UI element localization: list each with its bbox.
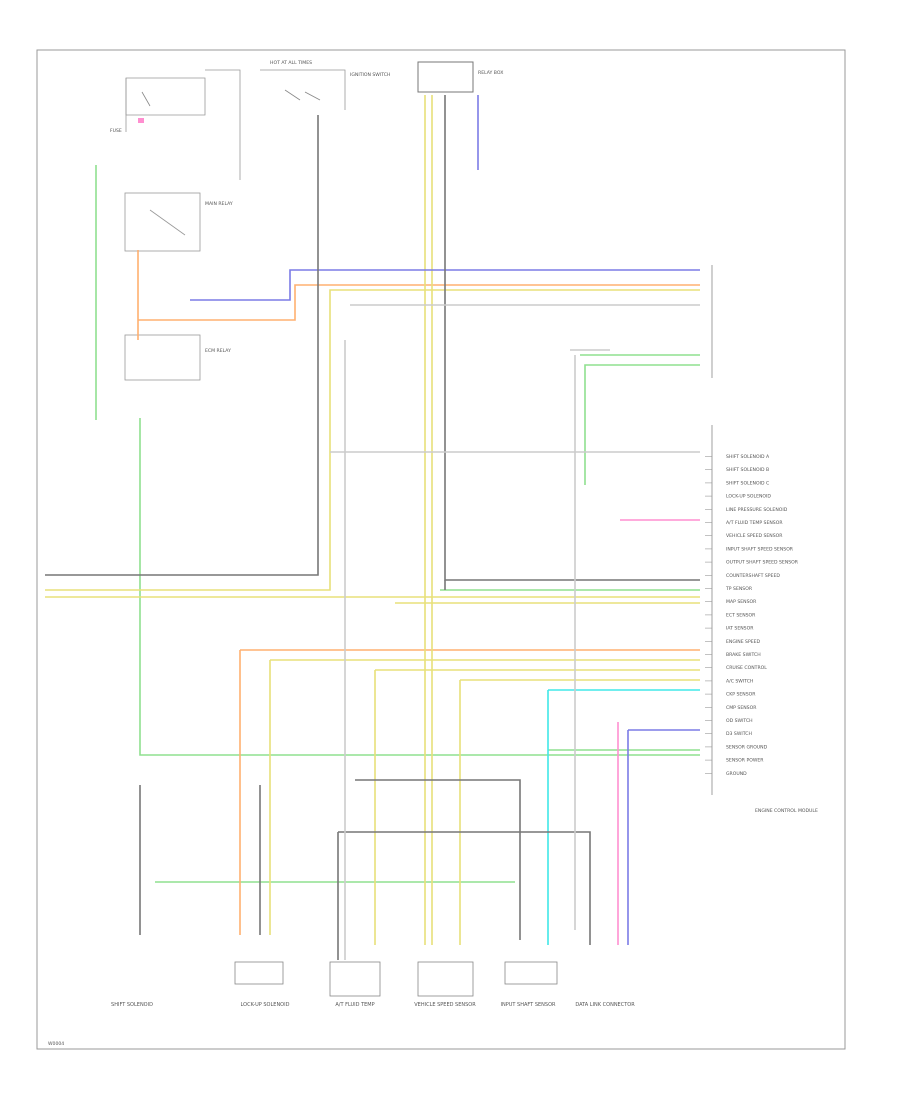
bottom-label: INPUT SHAFT SENSOR [501,1002,557,1008]
ecm-pin-label: SHIFT SOLENOID A [726,454,770,460]
ecm-relay-label: ECM RELAY [205,348,231,354]
ecm-pin-label: ECT SENSOR [726,612,756,618]
wire-blue-23 [190,269,700,301]
ecm-pin-label: COUNTERSHAFT SPEED [726,573,780,579]
ignition-switch-label: IGNITION SWITCH [350,72,390,78]
ecm-pin-label: ENGINE SPEED [726,639,761,645]
bottom-label: SHIFT SOLENOID [111,1002,153,1008]
ecm-pin-label: LINE PRESSURE SOLENOID [726,507,788,513]
ecm-pin-label: OUTPUT SHAFT SPEED SENSOR [726,560,799,566]
wire-orange-8 [138,284,700,321]
ecm-pin-label: OD SWITCH [726,718,753,724]
ecm-pin-label: IAT SENSOR [726,626,754,632]
ecm-pin-label: A/C SWITCH [726,678,753,684]
bottom-label: LOCK-UP SOLENOID [241,1002,290,1008]
relay-box-label: RELAY BOX [478,70,503,76]
wire-green-4 [584,364,700,485]
component-box-1 [234,961,284,985]
corner-id: W0004 [48,1041,64,1047]
wire-yellow-13 [45,289,700,591]
component-box-4 [504,961,558,985]
wire-gray-30 [45,115,319,576]
wire-gray-31 [444,95,700,581]
component-box-3 [417,961,474,997]
ecm-pin-label: D3 SWITCH [726,731,752,737]
ecm-pin-label: CMP SENSOR [726,705,757,711]
relay-box-top: RELAY BOX [417,61,503,93]
fuse-label: FUSE [110,128,122,134]
wire-gray-33 [355,779,521,940]
ecm-pin-label: TP SENSOR [725,586,753,592]
ecm-pin-label: SHIFT SOLENOID B [726,467,769,473]
ecm-pin-label: A/T FLUID TEMP SENSOR [726,520,783,526]
diagram-frame [36,49,846,1050]
main-relay: MAIN RELAY [124,192,233,252]
bottom-label: DATA LINK CONNECTOR [575,1002,635,1008]
ecm-pin-labels: SHIFT SOLENOID A SHIFT SOLENOID B SHIFT SO… [705,454,799,777]
ecm-connector: ENGINE CONTROL MODULE SHIFT SOLENOID ASH… [705,265,818,814]
wire-gray-35 [338,831,591,945]
ecm-pin-label: BRAKE SWITCH [726,652,761,658]
relay-lower: ECM RELAY [124,334,231,381]
ecm-pin-label: CRUISE CONTROL [726,665,767,671]
relay-box-upper: FUSE [110,69,241,180]
wires [45,95,700,960]
hot-at-all-times-label: HOT AT ALL TIMES [270,60,312,66]
bottom-components: SHIFT SOLENOID LOCK-UP SOLENOID A/T FLUID … [48,961,635,1047]
ecm-pin-label: GROUND [726,771,747,777]
bottom-labels: SHIFT SOLENOID LOCK-UP SOLENOID A/T FLUID … [111,1002,635,1008]
ecm-pin-label: INPUT SHAFT SPEED SENSOR [726,546,794,552]
ecm-pin-label: LOCK-UP SOLENOID [726,494,771,500]
ecm-pin-label: SENSOR GROUND [726,744,768,750]
ignition-switch: HOT AT ALL TIMES IGNITION SWITCH [260,60,390,110]
ecm-pin-label: MAP SENSOR [726,599,757,605]
ecm-pin-label: SHIFT SOLENOID C [726,480,769,486]
ecm-pin-label: SENSOR POWER [726,758,764,764]
bottom-label: VEHICLE SPEED SENSOR [414,1002,476,1008]
wire-green-1 [139,418,700,756]
bottom-label: A/T FLUID TEMP [335,1002,374,1008]
ecm-pin-label: VEHICLE SPEED SENSOR [726,533,783,539]
main-relay-label: MAIN RELAY [205,201,233,207]
component-box-2 [329,961,381,997]
ecm-pin-label: CKP SENSOR [726,692,756,698]
ecm-label: ENGINE CONTROL MODULE [755,808,818,814]
